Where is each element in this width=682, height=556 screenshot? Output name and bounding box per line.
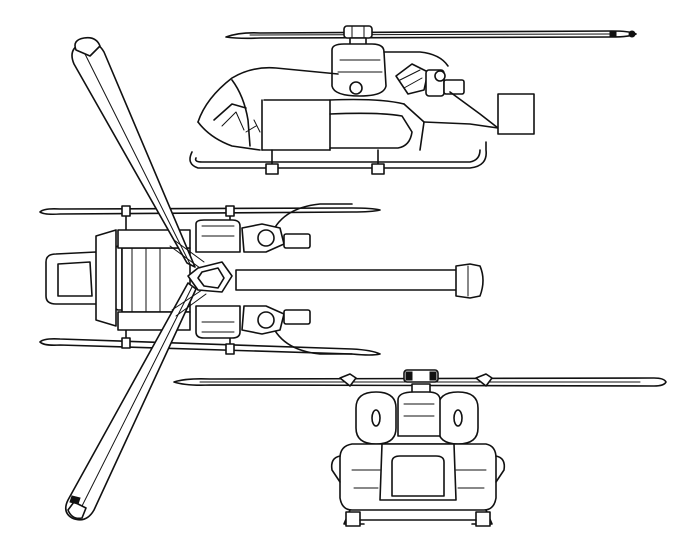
rotor-blade-lower [64, 282, 197, 521]
top-skids [39, 205, 381, 356]
side-view [189, 25, 637, 175]
top-rotor [64, 36, 233, 521]
front-fuselage [330, 443, 506, 511]
top-tail-boom [235, 263, 484, 299]
side-engine-pod [331, 43, 387, 97]
top-view [39, 36, 484, 521]
side-tail [423, 91, 535, 135]
top-engine-lower [195, 305, 311, 339]
side-upper-frame [383, 51, 449, 67]
front-skids [343, 509, 493, 527]
front-engine-right [437, 391, 479, 445]
front-view [173, 369, 667, 527]
front-gearbox [397, 391, 441, 437]
side-skids [189, 141, 487, 175]
side-rear-engine [395, 63, 465, 97]
front-engine-left [355, 391, 397, 445]
front-rotor-blade [173, 373, 667, 387]
top-engine-upper [195, 219, 311, 253]
top-fuselage [45, 229, 191, 331]
side-rotor-blade [225, 30, 637, 40]
side-fuselage [197, 66, 425, 151]
